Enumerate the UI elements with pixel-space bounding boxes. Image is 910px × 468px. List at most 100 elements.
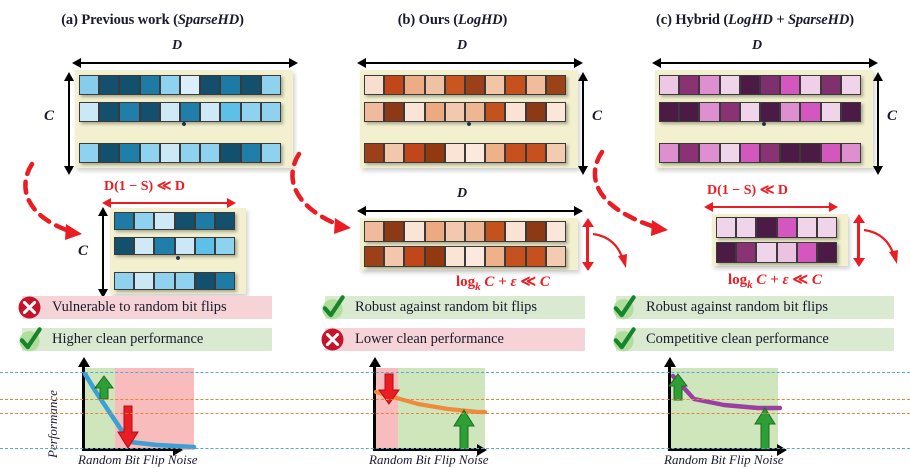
- matrix-row: [79, 75, 281, 95]
- matrix-cell: [179, 75, 201, 95]
- matrix-cell: [505, 75, 526, 95]
- matrix-cell: [659, 75, 680, 95]
- panel-b-title: (b) Ours (LogHD): [305, 12, 600, 29]
- matrix-cell: [220, 102, 241, 122]
- panel-c-title-italic: LogHD + SparseHD: [728, 12, 850, 28]
- matrix-cell: [114, 212, 135, 230]
- matrix-cell: [174, 272, 195, 290]
- matrix-cell: [194, 237, 215, 255]
- panel-b-dim-C-label: C: [592, 108, 603, 124]
- matrix-cell: [134, 212, 155, 230]
- matrix-cell: [384, 143, 405, 163]
- matrix-cell: [404, 246, 425, 267]
- check-mark-icon: [613, 327, 636, 352]
- matrix-cell: [840, 75, 861, 95]
- matrix-cell: [364, 143, 385, 163]
- panel-c-dim-D-arrow: [652, 58, 878, 68]
- matrix-row: [659, 102, 861, 122]
- matrix-cell: [364, 102, 385, 122]
- matrix-cell: [505, 221, 526, 242]
- panel-c-title: (c) Hybrid (LogHD + SparseHD): [600, 12, 910, 29]
- chart-b-y-axis: [368, 357, 381, 451]
- panel-c-dim-C-label: C: [887, 108, 898, 124]
- panel-c-flow-arrow-icon: [592, 149, 668, 236]
- panel-c-reduced-height-label: logk C + ε ≪ C: [728, 272, 822, 291]
- matrix-cell: [485, 143, 506, 163]
- matrix-row: [716, 217, 838, 238]
- matrix-cell: [464, 221, 486, 242]
- matrix-cell: [840, 102, 861, 122]
- chart-c-xlabel: Random Bit Flip Noise: [664, 452, 784, 467]
- panel-a-bullet-1-text: Higher clean performance: [52, 331, 204, 347]
- matrix-row: [114, 212, 236, 230]
- chart-a-up-arrow-green-icon: [94, 375, 114, 400]
- panel-b-bullet-1: Lower clean performance: [321, 328, 585, 351]
- check-mark-icon: [322, 295, 345, 320]
- matrix-cell: [699, 143, 720, 163]
- matrix-cell: [820, 75, 841, 95]
- matrix-cell: [699, 75, 720, 95]
- matrix-row: [114, 272, 236, 290]
- matrix-cell: [739, 102, 760, 122]
- matrix-cell: [444, 143, 465, 163]
- chart-c-x-axis: [668, 443, 787, 456]
- matrix-cell: [525, 246, 546, 267]
- panel-a-reduced-width-arrow: [102, 198, 236, 208]
- panel-c-reduced-width-label: D(1 − S) ≪ D: [707, 183, 788, 198]
- panel-a-reduced-C-arrow: [98, 207, 108, 298]
- matrix-cell: [464, 75, 486, 95]
- chart-c-y-axis: [663, 357, 676, 451]
- matrix-cell: [179, 143, 201, 163]
- matrix-cell: [240, 75, 261, 95]
- matrix-cell: [736, 242, 757, 263]
- matrix-cell: [99, 143, 120, 163]
- matrix-cell: [525, 143, 546, 163]
- chart-b: Random Bit Flip Noise: [325, 357, 495, 467]
- matrix-cell: [424, 102, 445, 122]
- matrix-cell: [505, 246, 526, 267]
- matrix-row: [79, 102, 281, 122]
- matrix-cell: [99, 75, 120, 95]
- chart-a-x-axis: [82, 443, 183, 456]
- panel-b-dim-C-arrow: [578, 72, 588, 175]
- matrix-cell: [364, 75, 385, 95]
- panel-c-dim-D-label: D: [752, 38, 763, 53]
- matrix-cell: [816, 242, 838, 263]
- chart-c-up-arrow-green-icon-2: [754, 407, 776, 450]
- matrix-row: [716, 242, 838, 263]
- matrix-cell: [154, 272, 175, 290]
- chart-c-up-arrow-green-icon: [668, 373, 688, 401]
- panel-c-log-curve-arrow-icon: [863, 228, 898, 264]
- matrix-cell: [119, 102, 140, 122]
- chart-b-x-axis: [373, 443, 487, 456]
- matrix-cell: [114, 272, 135, 290]
- matrix-cell: [525, 75, 546, 95]
- matrix-cell: [194, 272, 215, 290]
- panel-a-title: (a) Previous work (SparseHD): [0, 12, 305, 29]
- panel-b-matrix-reduced: [360, 218, 578, 270]
- panel-c-bullet-1-text: Competitive clean performance: [646, 331, 829, 347]
- matrix-cell: [114, 237, 135, 255]
- matrix-cell: [404, 221, 425, 242]
- panel-a-matrix-reduced: •••: [110, 208, 246, 294]
- matrix-cell: [545, 246, 566, 267]
- matrix-cell: [756, 242, 777, 263]
- matrix-cell: [99, 102, 120, 122]
- matrix-cell: [716, 242, 737, 263]
- chart-a-xlabel: Random Bit Flip Noise: [78, 452, 198, 467]
- matrix-cell: [260, 102, 281, 122]
- panel-a-bullet-0-text: Vulnerable to random bit flips: [52, 299, 227, 315]
- panel-a-title-plain: (a) Previous work (: [61, 12, 178, 28]
- matrix-cell: [79, 75, 100, 95]
- matrix-cell: [79, 143, 100, 163]
- panel-a-dim-C-label: C: [44, 108, 55, 124]
- panel-b-title-tail: ): [502, 12, 508, 28]
- panel-b-log-curve-arrow-icon: [592, 232, 627, 268]
- compare-line-lower-orange: [0, 413, 910, 414]
- matrix-row: [364, 102, 566, 122]
- matrix-cell: [659, 143, 680, 163]
- panel-c-title-tail: ): [849, 12, 854, 28]
- panel-c-reduced-C-arrow: [852, 214, 865, 267]
- panel-b-reduced-height-label: logk C + ε ≪ C: [456, 274, 550, 293]
- matrix-cell: [800, 102, 821, 122]
